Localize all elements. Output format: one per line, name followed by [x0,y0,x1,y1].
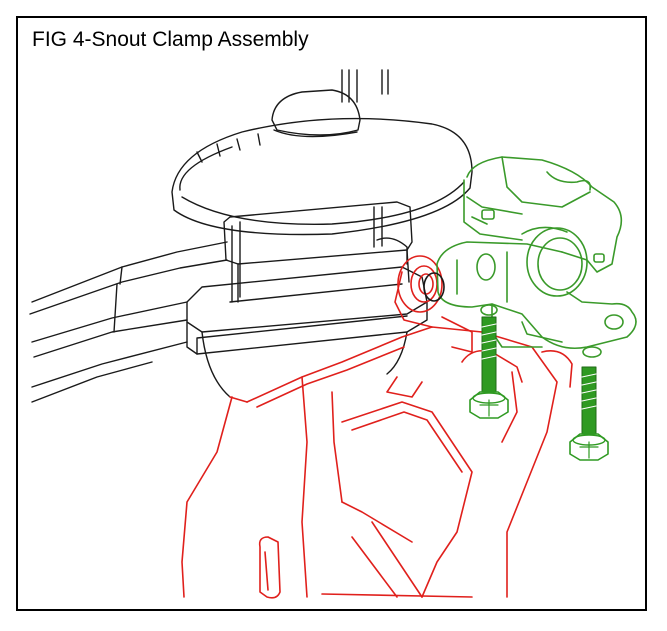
mount-bracket [181,255,573,599]
figure-caption: FIG 4-Snout Clamp Assembly [32,28,309,51]
clamp-boss [526,227,588,297]
housing-base-plate [186,266,428,333]
ring-bushing [423,272,445,302]
snout-clamp [436,156,637,358]
bracket-ring [397,255,443,313]
housing-arm-upper [31,241,228,303]
housing-block [223,201,413,265]
housing-disc [171,117,473,236]
bracket-cutout [341,401,473,598]
figure-frame: FIG 4-Snout Clamp Assembly [16,16,647,611]
clamp-bolt-left [469,316,509,419]
snout-clamp-assembly-drawing [29,69,637,599]
clamp-bottom-half [436,241,637,350]
clamp-bolt-right [569,366,609,461]
clamp-top-half [466,156,623,273]
bracket-slot [258,536,281,599]
snout-housing [29,69,473,403]
bracket-plate [246,326,558,598]
housing-top-knob [271,89,361,136]
